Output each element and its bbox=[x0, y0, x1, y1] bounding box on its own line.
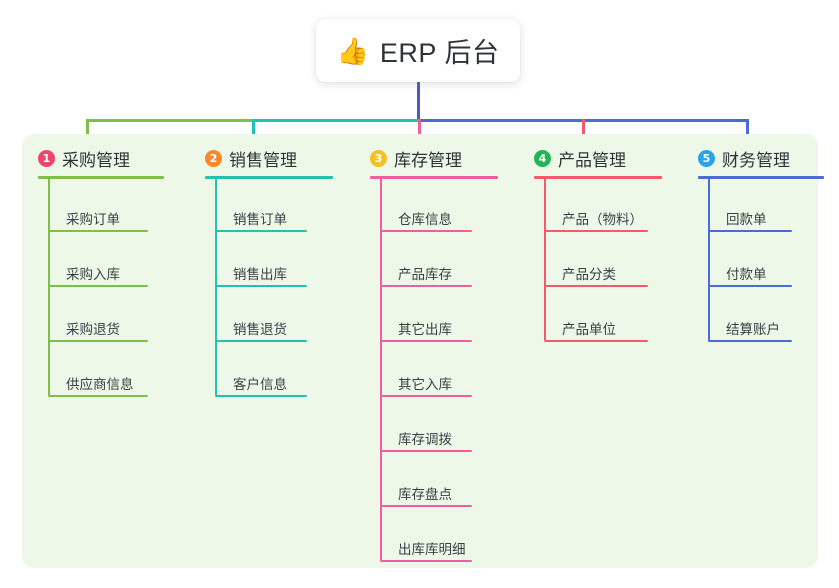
branch-header-rule bbox=[38, 176, 164, 179]
branch-leaf-rule bbox=[48, 395, 148, 397]
bus-segment-2 bbox=[252, 119, 421, 122]
branch-header-2[interactable]: 2 销售管理 bbox=[205, 146, 297, 171]
branch-leaf-rule bbox=[380, 450, 472, 452]
branch-leaf-rule bbox=[544, 340, 648, 342]
branch-spine bbox=[708, 177, 710, 340]
branch-leaf-label: 出库库明细 bbox=[398, 542, 466, 557]
branch-header-1[interactable]: 1 采购管理 bbox=[38, 146, 130, 171]
branch-leaf-rule bbox=[48, 285, 148, 287]
branch-leaf-rule bbox=[215, 285, 307, 287]
branch-title: 产品管理 bbox=[558, 151, 626, 170]
branch-leaf-label: 采购入库 bbox=[66, 267, 120, 282]
branch-leaf-label: 采购退货 bbox=[66, 322, 120, 337]
branch-leaf-rule bbox=[544, 230, 648, 232]
branch-leaf-label: 回款单 bbox=[726, 212, 767, 227]
branch-leaf-rule bbox=[380, 560, 472, 562]
branch-number-badge: 3 bbox=[370, 150, 387, 167]
branch-number-badge: 4 bbox=[534, 150, 551, 167]
branch-leaf-label: 产品单位 bbox=[562, 322, 616, 337]
branch-number-badge: 2 bbox=[205, 150, 222, 167]
bus-segment-1 bbox=[86, 119, 255, 122]
branch-header-rule bbox=[698, 176, 824, 179]
branch-header-rule bbox=[534, 176, 662, 179]
branch-leaf-rule bbox=[215, 340, 307, 342]
branch-leaf-rule bbox=[708, 340, 792, 342]
branch-leaf-rule bbox=[48, 340, 148, 342]
branch-leaf-rule bbox=[48, 230, 148, 232]
trunk-line bbox=[417, 82, 420, 122]
root-node-content: 👍 ERP 后台 bbox=[337, 31, 500, 70]
branch-leaf-label: 结算账户 bbox=[726, 322, 780, 337]
branch-leaf-label: 产品分类 bbox=[562, 267, 616, 282]
root-node-card[interactable]: 👍 ERP 后台 bbox=[316, 19, 520, 82]
branch-leaf-rule bbox=[215, 395, 307, 397]
branch-leaf-label: 产品库存 bbox=[398, 267, 452, 282]
branch-spine bbox=[380, 177, 382, 560]
branch-leaf-label: 供应商信息 bbox=[66, 377, 134, 392]
branch-column-2: 2 销售管理销售订单销售出库销售退货客户信息 bbox=[205, 134, 355, 568]
branch-header-3[interactable]: 3 库存管理 bbox=[370, 146, 462, 171]
branch-column-1: 1 采购管理采购订单采购入库采购退货供应商信息 bbox=[38, 134, 188, 568]
branch-column-5: 5 财务管理回款单付款单结算账户 bbox=[698, 134, 838, 568]
branch-leaf-rule bbox=[380, 395, 472, 397]
branch-header-rule bbox=[205, 176, 333, 179]
branch-leaf-label: 其它出库 bbox=[398, 322, 452, 337]
branch-leaf-label: 其它入库 bbox=[398, 377, 452, 392]
branch-title: 财务管理 bbox=[722, 151, 790, 170]
branches-panel: 1 采购管理采购订单采购入库采购退货供应商信息 2 销售管理销售订单销售出库销售退货客… bbox=[22, 134, 824, 568]
branch-leaf-label: 销售退货 bbox=[233, 322, 287, 337]
branch-leaf-rule bbox=[380, 285, 472, 287]
branch-title: 销售管理 bbox=[229, 151, 297, 170]
branch-title: 采购管理 bbox=[62, 151, 130, 170]
branch-leaf-rule bbox=[708, 285, 792, 287]
branch-number-badge: 1 bbox=[38, 150, 55, 167]
branch-leaf-label: 客户信息 bbox=[233, 377, 287, 392]
branch-leaf-label: 库存调拨 bbox=[398, 432, 452, 447]
branch-leaf-rule bbox=[380, 505, 472, 507]
branch-spine bbox=[544, 177, 546, 340]
branch-column-4: 4 产品管理产品（物料） 产品分类产品单位 bbox=[534, 134, 684, 568]
branch-title: 库存管理 bbox=[394, 151, 462, 170]
branch-leaf-rule bbox=[380, 230, 472, 232]
branch-leaf-label: 销售订单 bbox=[233, 212, 287, 227]
branch-leaf-label: 销售出库 bbox=[233, 267, 287, 282]
branch-leaf-label: 仓库信息 bbox=[398, 212, 452, 227]
branch-number-badge: 5 bbox=[698, 150, 715, 167]
branch-leaf-label: 付款单 bbox=[726, 267, 767, 282]
root-node-title: ERP 后台 bbox=[379, 38, 500, 68]
branch-leaf-rule bbox=[708, 230, 792, 232]
branch-header-5[interactable]: 5 财务管理 bbox=[698, 146, 790, 171]
branch-leaf-label: 产品（物料） bbox=[562, 212, 643, 227]
branch-leaf-rule bbox=[380, 340, 472, 342]
branch-leaf-label: 采购订单 bbox=[66, 212, 120, 227]
thumbs-up-icon: 👍 bbox=[336, 35, 369, 66]
branch-leaf-rule bbox=[544, 285, 648, 287]
branch-leaf-label: 库存盘点 bbox=[398, 487, 452, 502]
branch-leaf-rule bbox=[215, 230, 307, 232]
branch-header-rule bbox=[370, 176, 498, 179]
branch-column-3: 3 库存管理仓库信息产品库存其它出库其它入库库存调拨库存盘点出库库明细 bbox=[370, 134, 522, 568]
branch-header-4[interactable]: 4 产品管理 bbox=[534, 146, 626, 171]
